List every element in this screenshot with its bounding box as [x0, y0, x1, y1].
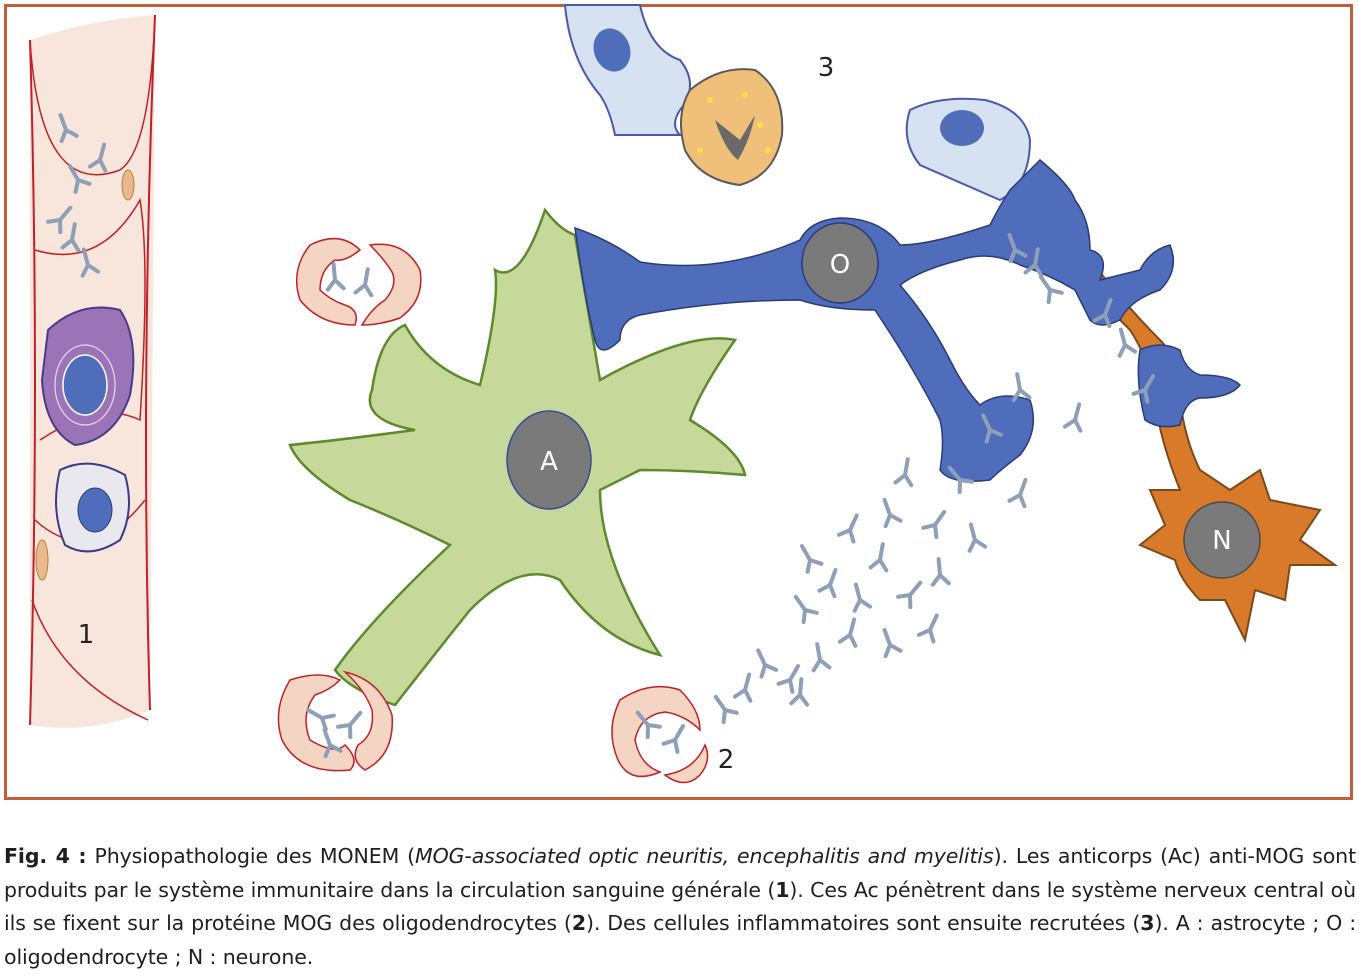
inflammatory-cells [563, 4, 1032, 202]
astrocyte [288, 207, 747, 707]
label-oligodendrocyte: O [830, 250, 850, 280]
figure-caption: Fig. 4 : Physiopathologie des MONEM (MOG… [4, 840, 1356, 974]
label-region-1: 1 [78, 620, 95, 650]
caption-italic: MOG-associated optic neuritis, encephali… [415, 844, 994, 868]
caption-fig-label: Fig. 4 : [4, 844, 87, 868]
label-neuron: N [1212, 526, 1231, 556]
caption-ref-2: 2 [571, 911, 586, 935]
oligodendrocyte [574, 158, 1241, 482]
caption-text-1: Physiopathologie des MONEM ( [86, 844, 416, 868]
label-region-2: 2 [718, 745, 735, 775]
caption-ref-3: 3 [1140, 911, 1155, 935]
macrophage-top [563, 4, 691, 136]
label-region-3: 3 [818, 53, 835, 83]
macrophage-right [905, 97, 1032, 202]
capillary-bottom-left [277, 670, 394, 772]
caption-text-3: ). Ces Ac pénètrent dans le système nerv… [4, 877, 1356, 936]
capillary-bottom-right [611, 685, 709, 784]
caption-text-2: ). Les anticorps (Ac) anti-MOG sont prod… [4, 844, 1357, 902]
pathophysiology-diagram: 1 2 3 A O N [29, 4, 1339, 784]
caption-ref-1: 1 [775, 877, 790, 902]
label-astrocyte: A [540, 447, 558, 477]
caption-text-4: ). Des cellules inflammatoires sont ensu… [586, 911, 1141, 935]
granulocyte [680, 68, 784, 187]
blood-vessel [29, 14, 156, 728]
caption-text-5: ). A : astrocyte ; O : oligodendrocyte ;… [4, 911, 1356, 969]
capillary-top [295, 237, 422, 326]
